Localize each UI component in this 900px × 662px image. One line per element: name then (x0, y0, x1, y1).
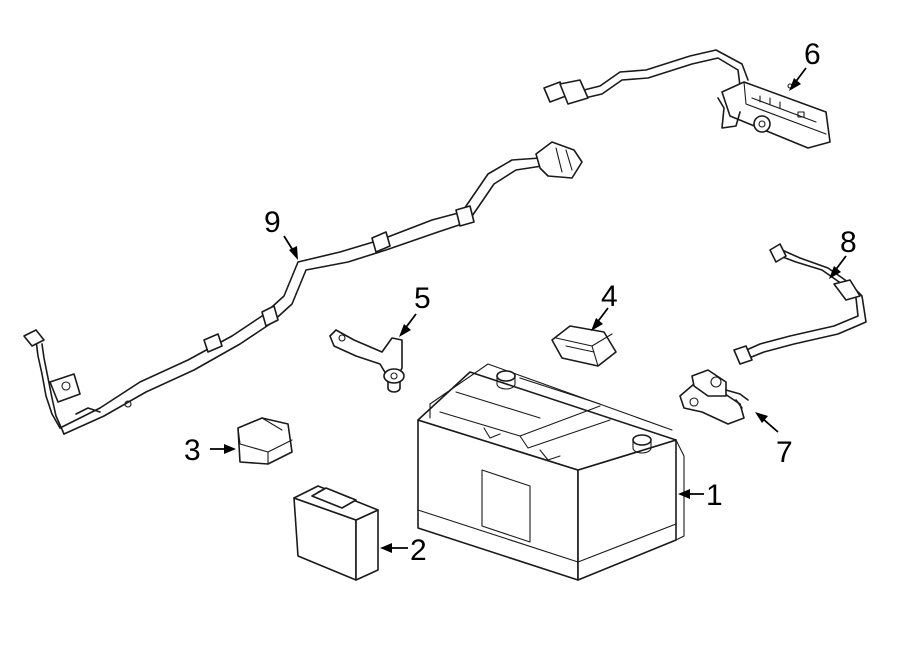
callout-2-label: 2 (410, 534, 427, 567)
battery-cable (733, 243, 867, 365)
callout-4-label: 4 (601, 280, 618, 313)
callout-7-label: 7 (776, 436, 793, 469)
callout-8: 8 (829, 226, 857, 279)
callout-6-label: 6 (804, 38, 821, 71)
callout-5: 5 (399, 282, 431, 337)
hold-down-bracket (329, 329, 405, 393)
terminal-cap (237, 417, 293, 465)
callout-7: 7 (755, 412, 793, 469)
callout-3: 3 (184, 434, 236, 467)
callout-1-label: 1 (706, 479, 723, 512)
callout-9: 9 (264, 206, 298, 260)
callout-3-label: 3 (184, 434, 201, 467)
callout-8-label: 8 (840, 226, 857, 259)
wiring-harness (23, 141, 583, 435)
callout-2: 2 (380, 534, 427, 567)
ground-terminal (679, 369, 749, 425)
callout-6: 6 (789, 38, 821, 91)
callout-5-label: 5 (414, 282, 431, 315)
callout-1: 1 (678, 479, 723, 512)
callout-9-label: 9 (264, 206, 281, 239)
battery-insulator-box (293, 485, 379, 581)
callout-4: 4 (591, 280, 618, 331)
terminal-cover (551, 325, 617, 367)
battery (417, 363, 685, 581)
fuse-box-cable (543, 49, 831, 149)
